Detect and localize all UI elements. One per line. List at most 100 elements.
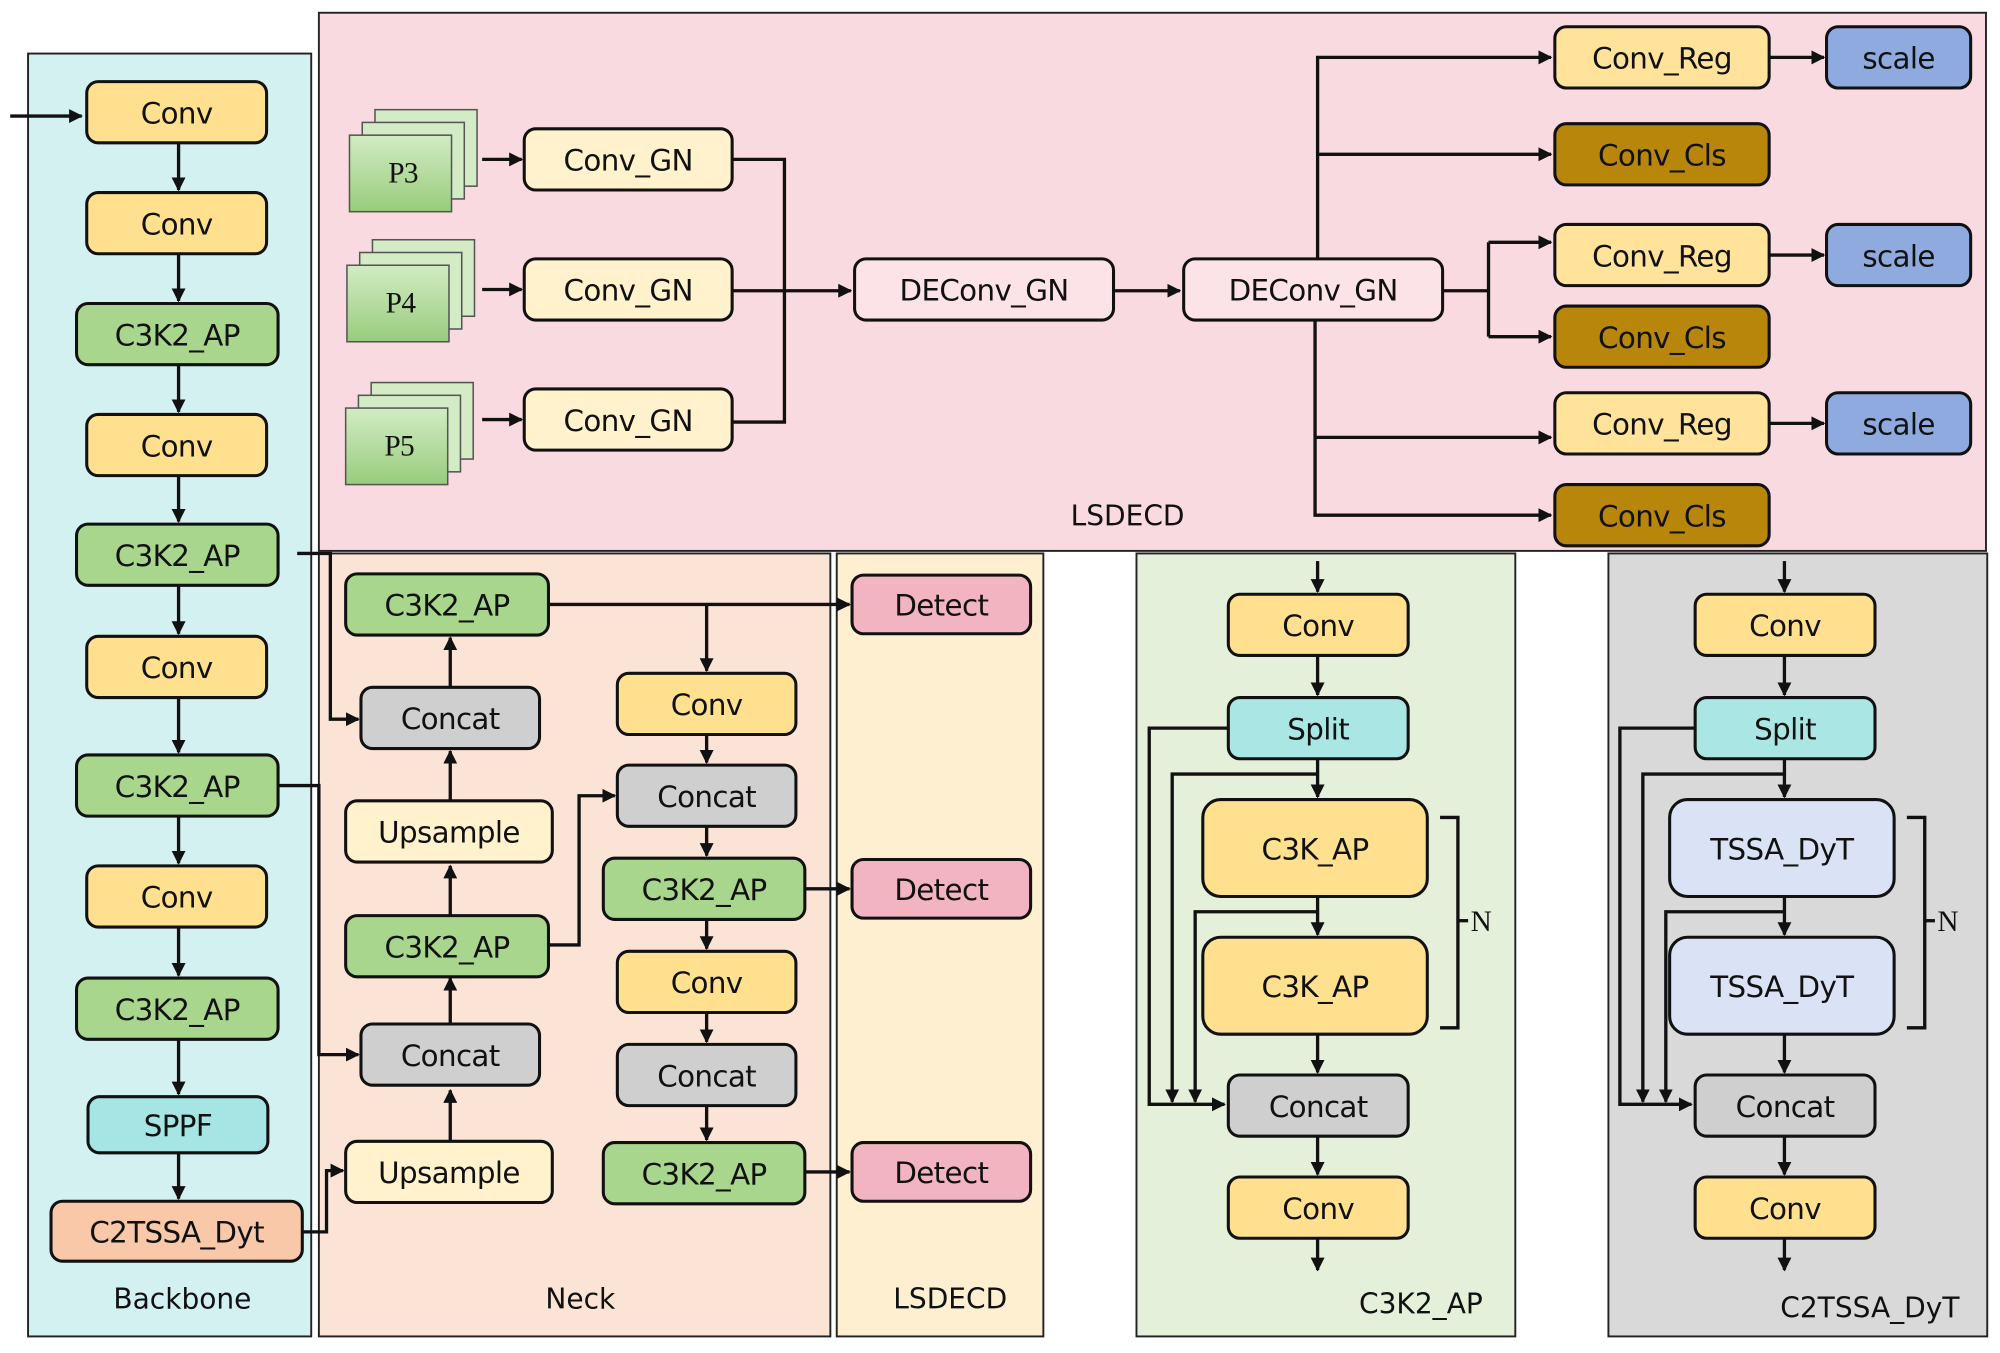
- conv-cls-node-2: Conv_Cls: [1553, 483, 1771, 548]
- backbone-node-6: C3K2_AP: [75, 753, 280, 818]
- conv-cls-node-2-label: Conv_Cls: [1598, 499, 1726, 533]
- detect-node-1-box: [850, 857, 1033, 920]
- conv-cls-node-1-label: Conv_Cls: [1598, 321, 1726, 355]
- conv-gn-node-2-box: [522, 387, 734, 452]
- c2tssa-detail-node-3-box: [1668, 935, 1896, 1036]
- detect-node-1: Detect: [850, 857, 1033, 920]
- backbone-node-1-box: [85, 191, 269, 256]
- conv-gn-node-0-box: [522, 127, 734, 192]
- c3k2-detail-node-1-label: Split: [1287, 712, 1349, 746]
- c3k2-detail-node-1-box: [1226, 696, 1410, 761]
- c2tssa-detail-node-0-label: Conv: [1749, 609, 1821, 643]
- backbone-node-8-label: C3K2_AP: [115, 993, 240, 1027]
- c3k2-detail-node-4-box: [1226, 1073, 1410, 1138]
- backbone-node-10: C2TSSA_Dyt: [49, 1199, 304, 1263]
- scale-node-1-label: scale: [1862, 239, 1934, 273]
- backbone-node-5-label: Conv: [141, 651, 213, 685]
- detect-node-0-box: [850, 573, 1033, 636]
- feature-map-p4: P4: [346, 238, 476, 343]
- feature-map-p3: P3: [348, 108, 478, 213]
- conv-reg-node-1-box: [1553, 222, 1771, 288]
- scale-node-1: scale: [1825, 222, 1973, 288]
- c3k2-detail-node-2: C3K_AP: [1201, 798, 1429, 899]
- conv-reg-node-0: Conv_Reg: [1553, 25, 1771, 90]
- neck-right-node-0-box: [615, 671, 798, 737]
- backbone-node-2: C3K2_AP: [75, 301, 280, 367]
- neck-right-node-1-label: Concat: [657, 780, 756, 814]
- c3k2-detail-node-3-box: [1201, 935, 1429, 1036]
- conv-cls-node-2-box: [1553, 483, 1771, 548]
- neck-right-node-2-label: C3K2_AP: [642, 873, 767, 907]
- neck-left-node-3: C3K2_AP: [344, 914, 550, 979]
- skip-arrow: [302, 1163, 345, 1234]
- neck-left-node-4-label: Concat: [401, 1039, 500, 1073]
- neck-left-node-4-box: [359, 1022, 542, 1087]
- backbone-node-3-label: Conv: [141, 429, 213, 463]
- neck-left-node-0-label: C3K2_AP: [385, 589, 510, 623]
- neck-left-node-1: Concat: [359, 685, 542, 751]
- scale-node-0-box: [1825, 25, 1973, 90]
- neck-right-node-0: Conv: [615, 671, 798, 737]
- c2tssa-detail-node-5-label: Conv: [1749, 1192, 1821, 1226]
- connections: [10, 50, 1935, 1272]
- panels: [27, 11, 1989, 1338]
- backbone-node-10-box: [49, 1199, 304, 1263]
- backbone-node-4: C3K2_AP: [75, 522, 280, 587]
- c2tssa-detail-node-2-label: TSSA_DyT: [1709, 832, 1854, 866]
- backbone-node-3-box: [85, 412, 269, 478]
- head-arrow: [1313, 320, 1553, 523]
- conv-gn-node-0-label: Conv_GN: [564, 144, 693, 178]
- backbone-node-1-label: Conv: [141, 207, 213, 241]
- neck-right-node-3-box: [615, 949, 798, 1015]
- conv-reg-node-2: Conv_Reg: [1553, 391, 1771, 456]
- neck-right-node-1: Concat: [615, 763, 798, 828]
- backbone-node-4-box: [75, 522, 280, 587]
- backbone-node-0: Conv: [85, 80, 269, 145]
- conv-gn-node-1-box: [522, 257, 734, 322]
- c3k2-detail-node-0: Conv: [1226, 592, 1410, 657]
- c2tssa-detail-node-3: TSSA_DyT: [1668, 935, 1896, 1036]
- neck-left-node-2: Upsample: [344, 799, 554, 864]
- conv-gn-node-1-label: Conv_GN: [564, 274, 693, 308]
- c2tssa-detail-node-1: Split: [1693, 696, 1877, 761]
- skip-arrow: [1147, 726, 1229, 1112]
- skip-arrow: [1635, 772, 1785, 1104]
- feature-layer: [344, 407, 449, 486]
- neck-right-node-1-box: [615, 763, 798, 828]
- feature-layer: [346, 264, 450, 343]
- backbone-node-6-label: C3K2_AP: [115, 770, 240, 804]
- deconv-gn-node-0-label: DEConv_GN: [900, 274, 1069, 308]
- neck-left-node-5-label: Upsample: [378, 1156, 520, 1190]
- backbone-node-0-box: [85, 80, 269, 145]
- c3k2-detail-node-3-label: C3K_AP: [1262, 970, 1369, 1004]
- lsdecd-detect-panel: [835, 552, 1045, 1338]
- repeat-bracket: [1906, 815, 1927, 1030]
- neck-right-node-2: C3K2_AP: [601, 856, 807, 921]
- neck-left-node-5: Upsample: [344, 1139, 554, 1205]
- backbone-node-7-box: [85, 864, 269, 929]
- detect-node-2-box: [850, 1141, 1033, 1203]
- neck-arrow: [548, 788, 617, 947]
- detect-node-2: Detect: [850, 1141, 1033, 1203]
- backbone-node-6-box: [75, 753, 280, 818]
- feature-layer: [348, 134, 453, 213]
- c3k2-detail-node-2-label: C3K_AP: [1262, 832, 1369, 866]
- c2tssa-detail-node-5-box: [1693, 1175, 1877, 1240]
- c2tssa-detail-node-4-label: Concat: [1736, 1090, 1835, 1124]
- neck-right-node-4: Concat: [615, 1042, 798, 1108]
- conv-gn-node-2-label: Conv_GN: [564, 404, 693, 438]
- conv-cls-node-0-box: [1553, 122, 1771, 187]
- neck-left-node-3-label: C3K2_AP: [385, 930, 510, 964]
- backbone-node-8-box: [75, 976, 280, 1041]
- c3k2-detail-label: C3K2_AP: [1359, 1287, 1483, 1320]
- deconv-gn-node-1-box: [1182, 257, 1445, 322]
- conv-gn-node-2: Conv_GN: [522, 387, 734, 452]
- c3k2-detail-node-3: C3K_AP: [1201, 935, 1429, 1036]
- lsdecd-head-label: LSDECD: [1071, 499, 1185, 532]
- c2tssa-detail-node-0-box: [1693, 592, 1877, 657]
- neck-left-node-3-box: [344, 914, 550, 979]
- scale-node-1-box: [1825, 222, 1973, 288]
- c2tssa-detail-node-4: Concat: [1693, 1073, 1877, 1138]
- backbone-node-9: SPPF: [86, 1095, 270, 1155]
